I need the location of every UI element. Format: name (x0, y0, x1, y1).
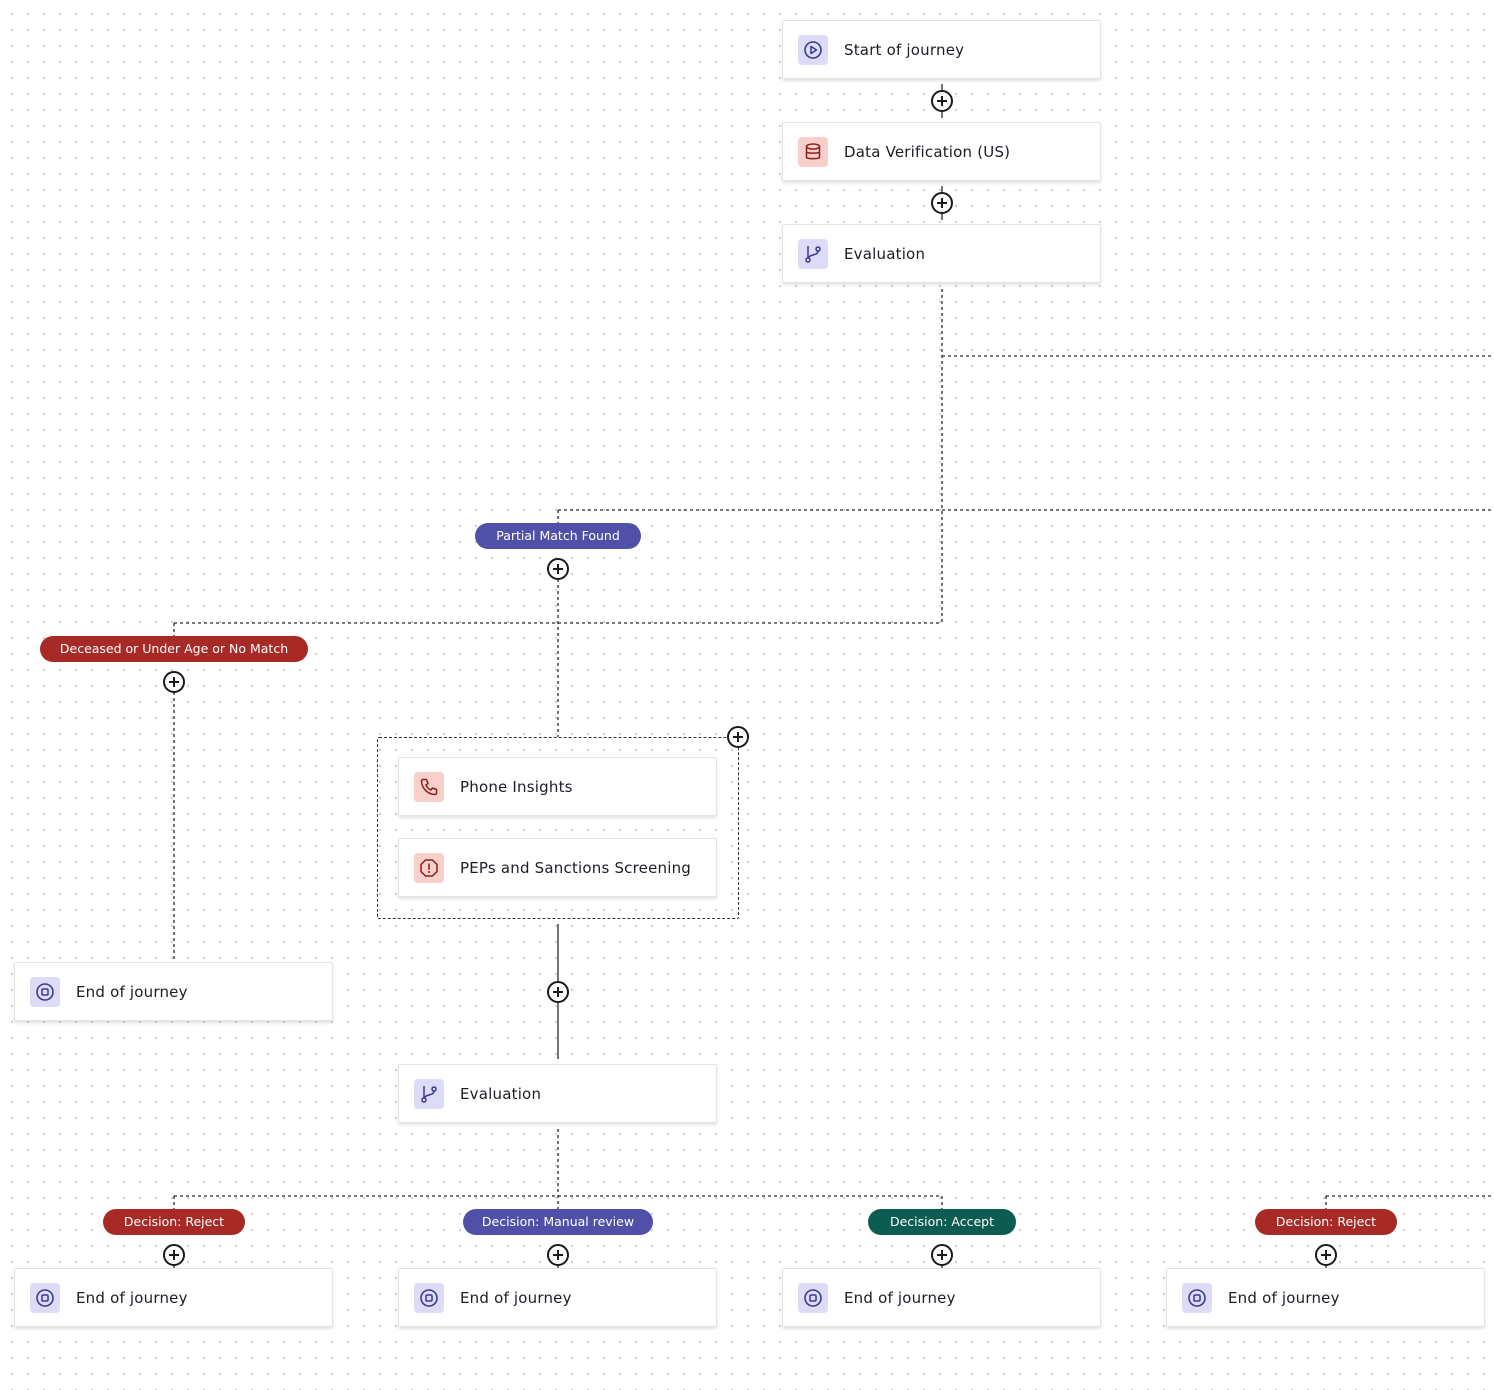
stop-circle-icon (1182, 1282, 1212, 1313)
phone-icon (414, 771, 444, 802)
branch-label-decision-accept[interactable]: Decision: Accept (868, 1209, 1016, 1235)
branch-label-decision-reject[interactable]: Decision: Reject (103, 1209, 245, 1235)
branch-label-decision-reject-2[interactable]: Decision: Reject (1255, 1209, 1397, 1235)
stop-circle-icon (30, 1282, 60, 1313)
node-label: End of journey (844, 1288, 956, 1307)
play-circle-icon (798, 34, 828, 65)
node-label: Data Verification (US) (844, 142, 1011, 161)
node-phone-insights[interactable]: Phone Insights (398, 757, 717, 816)
add-step-button[interactable] (931, 90, 953, 112)
node-label: Start of journey (844, 40, 965, 59)
node-label: End of journey (76, 1288, 188, 1307)
node-label: End of journey (460, 1288, 572, 1307)
node-peps-sanctions[interactable]: PEPs and Sanctions Screening (398, 838, 717, 897)
parallel-group (377, 737, 739, 919)
node-end-of-journey-reject-2[interactable]: End of journey (1166, 1268, 1485, 1327)
database-icon (798, 136, 828, 167)
node-start-of-journey[interactable]: Start of journey (782, 20, 1101, 79)
add-step-button[interactable] (1315, 1244, 1337, 1266)
add-step-button[interactable] (931, 192, 953, 214)
stop-circle-icon (414, 1282, 444, 1313)
add-step-button[interactable] (547, 981, 569, 1003)
node-end-of-journey-reject[interactable]: End of journey (14, 1268, 333, 1327)
node-data-verification[interactable]: Data Verification (US) (782, 122, 1101, 181)
branch-icon (414, 1078, 444, 1109)
branch-label-deceased[interactable]: Deceased or Under Age or No Match (40, 636, 308, 662)
node-label: PEPs and Sanctions Screening (460, 858, 692, 877)
node-label: Evaluation (460, 1084, 542, 1103)
alert-octagon-icon (414, 852, 444, 883)
node-end-of-journey-manual[interactable]: End of journey (398, 1268, 717, 1327)
branch-label-decision-manual[interactable]: Decision: Manual review (463, 1209, 653, 1235)
add-step-button[interactable] (547, 1244, 569, 1266)
stop-circle-icon (30, 976, 60, 1007)
node-evaluation[interactable]: Evaluation (782, 224, 1101, 283)
add-parallel-step-button[interactable] (727, 726, 749, 748)
branch-icon (798, 238, 828, 269)
node-label: End of journey (1228, 1288, 1340, 1307)
node-label: Phone Insights (460, 777, 573, 796)
add-step-button[interactable] (931, 1244, 953, 1266)
node-label: End of journey (76, 982, 188, 1001)
node-label: Evaluation (844, 244, 926, 263)
add-step-button[interactable] (163, 671, 185, 693)
add-step-button[interactable] (163, 1244, 185, 1266)
add-step-button[interactable] (547, 558, 569, 580)
branch-label-partial-match[interactable]: Partial Match Found (475, 523, 641, 549)
node-end-of-journey-accept[interactable]: End of journey (782, 1268, 1101, 1327)
node-evaluation-2[interactable]: Evaluation (398, 1064, 717, 1123)
stop-circle-icon (798, 1282, 828, 1313)
node-end-of-journey[interactable]: End of journey (14, 962, 333, 1021)
